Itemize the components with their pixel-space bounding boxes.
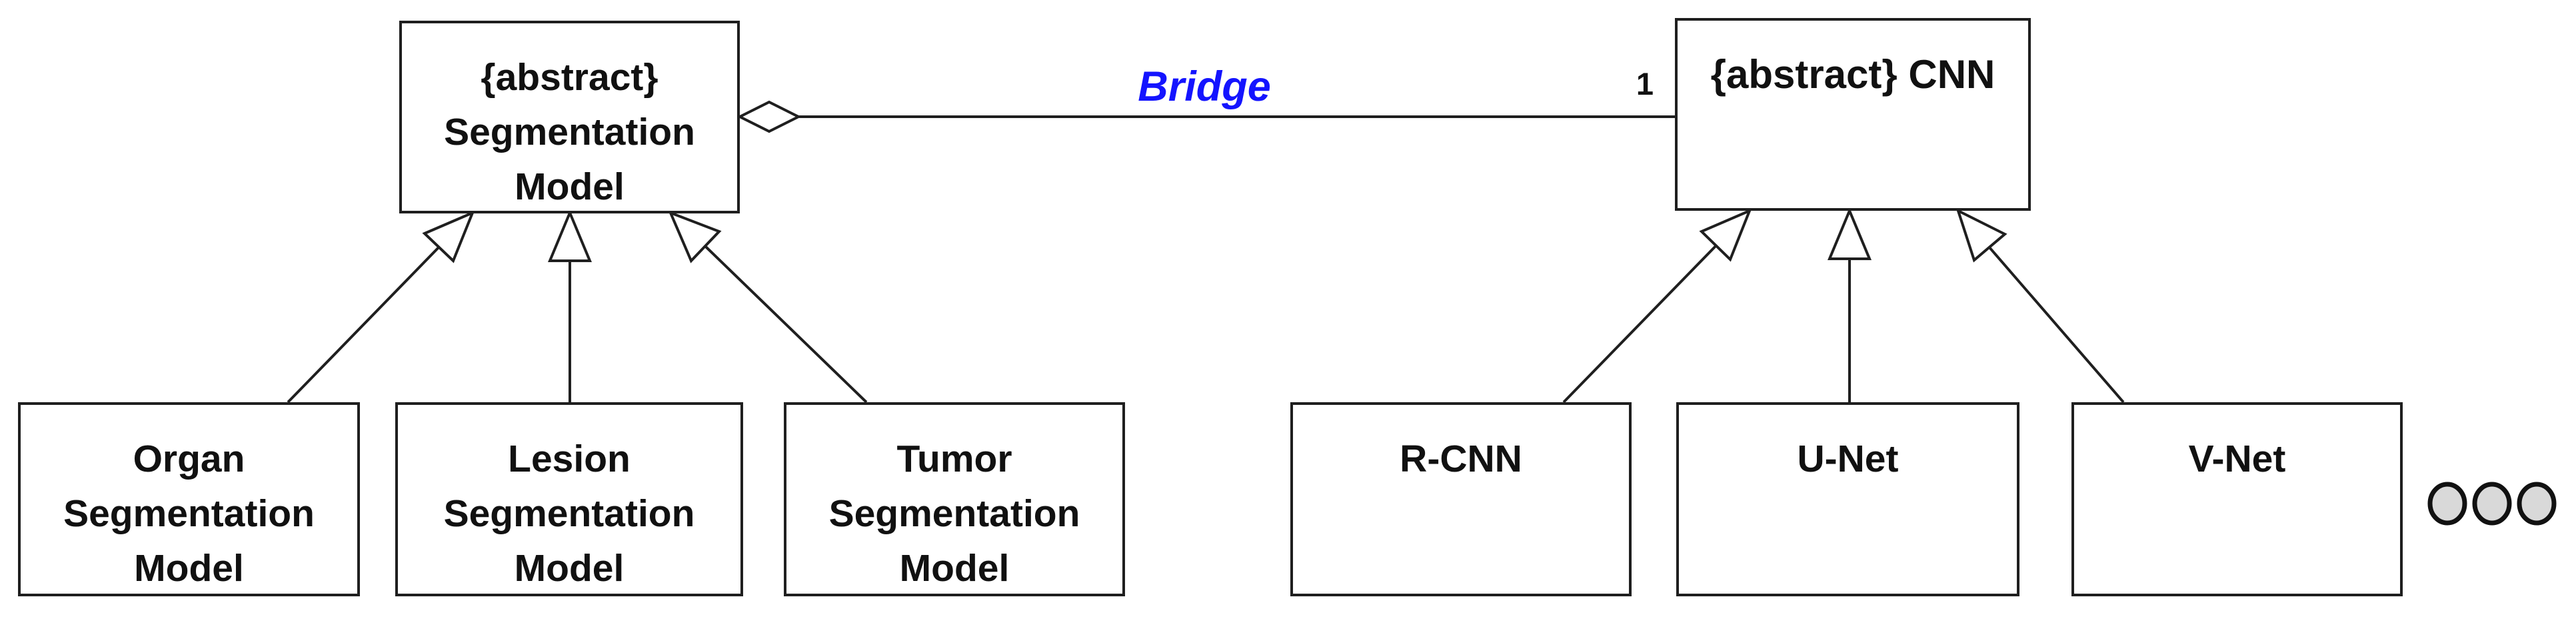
class-box-cnn: {abstract} CNN: [1675, 18, 2031, 211]
class-label-line: {abstract}: [481, 56, 658, 99]
generalization-arrowhead-unet-icon: [1828, 207, 1872, 260]
class-label-line: Model: [515, 165, 625, 208]
class-label-line: Model: [134, 547, 244, 590]
generalization-arrowhead-lesion-icon: [548, 209, 592, 262]
class-box-organ-segmentation-model: Organ Segmentation Model: [18, 402, 360, 596]
generalization-arrowhead-vnet-icon: [1955, 208, 2007, 263]
class-box-lesion-segmentation-model: Lesion Segmentation Model: [395, 402, 743, 596]
class-label: R-CNN: [1400, 438, 1522, 480]
class-box-tumor-segmentation-model: Tumor Segmentation Model: [784, 402, 1125, 596]
generalization-arrowhead-rcnn-icon: [1699, 208, 1752, 262]
class-box-vnet: V-Net: [2071, 402, 2403, 596]
class-label-line: Lesion: [508, 438, 631, 480]
class-label-line: Organ: [133, 438, 245, 480]
class-label: {abstract} CNN: [1710, 52, 1995, 97]
class-box-unet: U-Net: [1676, 402, 2019, 596]
class-label-line: Segmentation: [443, 492, 695, 535]
generalization-arrowhead-tumor-icon: [668, 210, 722, 263]
class-label-line: Segmentation: [63, 492, 315, 535]
ellipsis-circle-1: [2427, 482, 2467, 526]
aggregation-diamond-icon: [736, 100, 802, 133]
ellipsis-circle-3: [2517, 482, 2557, 526]
class-label-line: Tumor: [896, 438, 1012, 480]
class-label: U-Net: [1797, 438, 1899, 480]
class-box-segmentation-model: {abstract} Segmentation Model: [399, 21, 740, 213]
class-label-line: Segmentation: [444, 111, 695, 153]
multiplicity-label: 1: [1636, 66, 1654, 101]
generalization-arrowhead-organ-icon: [422, 210, 475, 263]
generalization-line-vnet: [1988, 246, 2125, 404]
generalization-line-organ: [287, 245, 441, 404]
ellipsis-circle-2: [2472, 482, 2512, 526]
class-box-rcnn: R-CNN: [1290, 402, 1632, 596]
generalization-line-rcnn: [1562, 244, 1718, 404]
generalization-line-tumor: [704, 245, 868, 404]
bridge-relationship-label: Bridge: [1138, 63, 1271, 110]
class-label-line: Model: [899, 547, 1010, 590]
class-label-line: Model: [514, 547, 625, 590]
class-label-line: Segmentation: [828, 492, 1080, 535]
class-label: V-Net: [2188, 438, 2286, 480]
